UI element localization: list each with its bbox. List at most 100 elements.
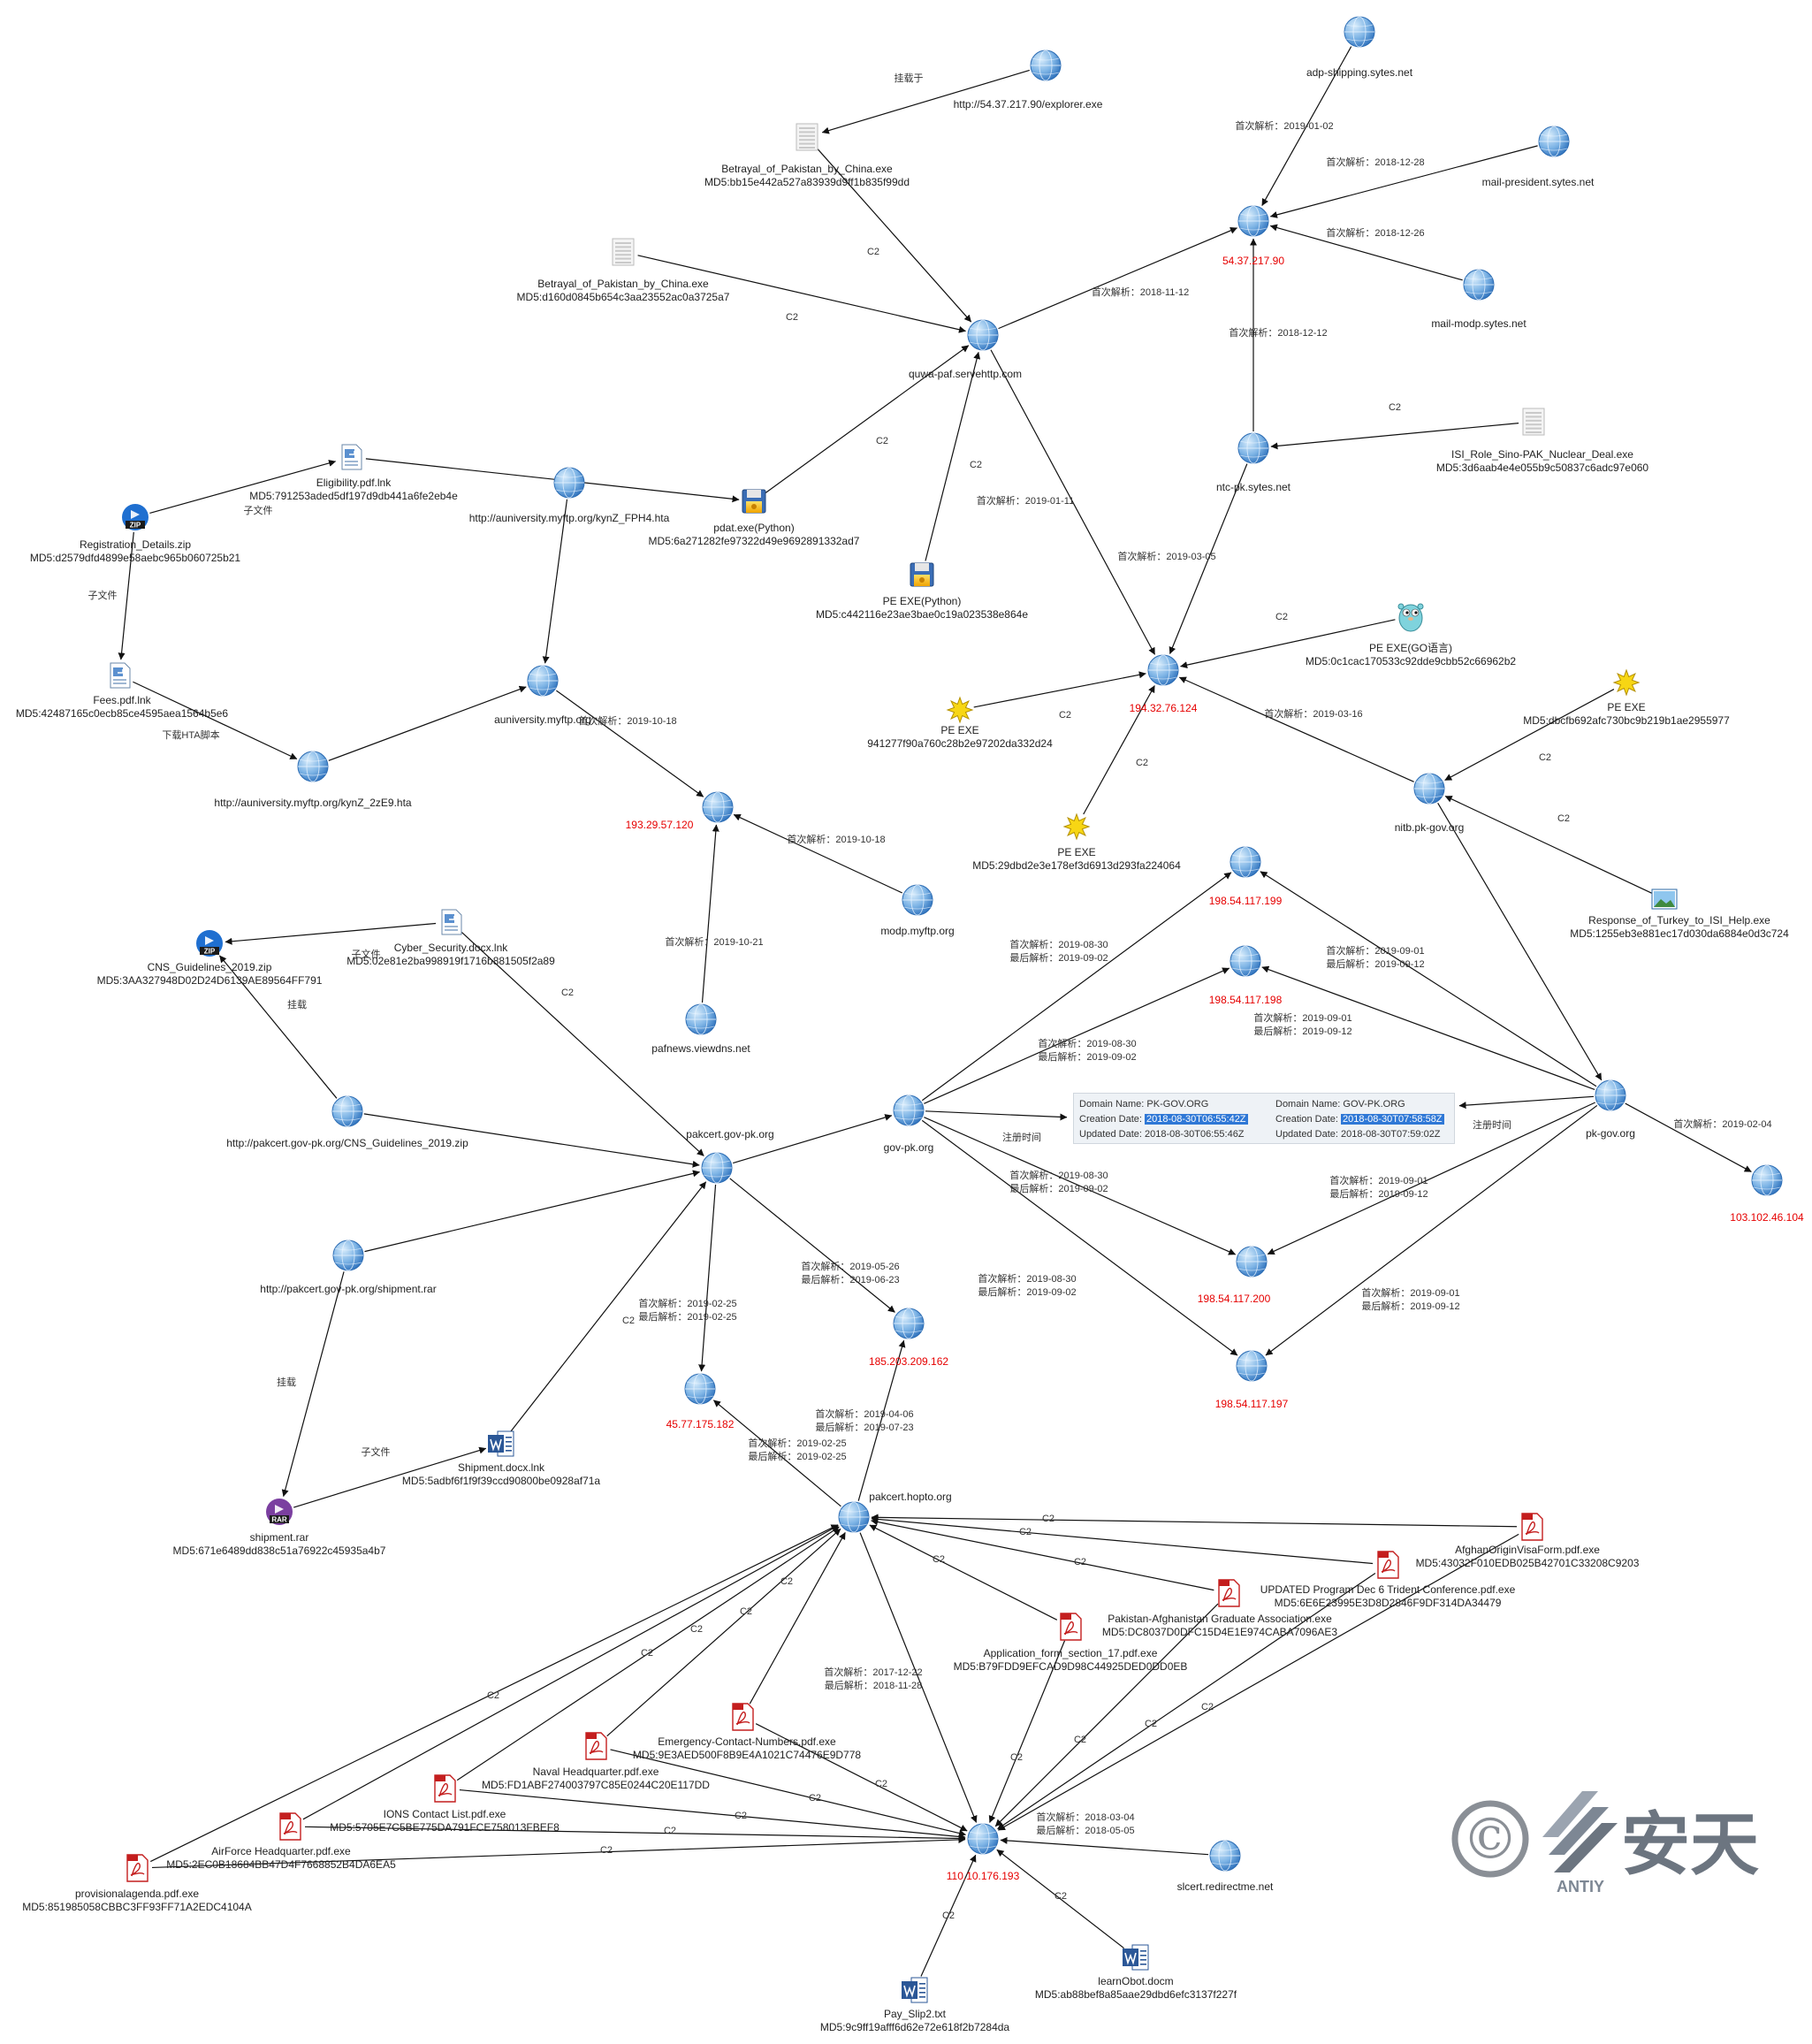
node-19854-200[interactable]: 198.54.117.200 [1198,1246,1271,1305]
node-103[interactable]: 103.102.46.104 [1730,1164,1804,1224]
node-modp[interactable]: modp.myftp.org [880,884,955,937]
node-ntc[interactable]: ntc-pk.sytes.net [1216,432,1291,493]
doc-icon[interactable] [796,123,818,151]
node-110[interactable]: 110.10.176.193 [947,1823,1020,1882]
pdf-icon[interactable] [126,1854,148,1882]
zip-icon[interactable]: ZIP [196,930,223,957]
node-appform[interactable]: Application_form_section_17.pdf.exeMD5:B… [954,1613,1188,1673]
pdf-icon[interactable] [434,1774,456,1803]
node-shipdocx[interactable]: Shipment.docx.lnkMD5:5adbf6f1f9f39ccd908… [402,1430,601,1487]
node-quwa[interactable]: quwa-paf.servehttp.com [909,319,1022,380]
pdf-icon[interactable] [1218,1579,1240,1607]
globe-icon[interactable] [332,1239,364,1271]
node-auniv[interactable]: auniversity.myftp.org [494,665,591,726]
node-peexe2[interactable]: PE EXEMD5:29dbd2e3e178ef3d6913d293fa2240… [972,812,1181,872]
globe-icon[interactable] [1463,269,1495,301]
node-govpk[interactable]: gov-pk.org [884,1094,934,1154]
zip-icon[interactable]: ZIP [122,504,148,530]
globe-icon[interactable] [701,1152,733,1184]
pe-icon[interactable] [910,562,934,587]
globe-icon[interactable] [331,1095,363,1127]
node-fees[interactable]: Fees.pdf.lnkMD5:42487165c0ecb85ce4595aea… [16,662,229,720]
globe-icon[interactable] [685,1003,717,1035]
globe-icon[interactable] [1237,205,1269,237]
node-regzip[interactable]: ZIPRegistration_Details.zipMD5:d2579dfd4… [30,504,241,564]
globe-icon[interactable] [1595,1079,1626,1111]
node-shiprar[interactable]: RARshipment.rarMD5:671e6489dd838c51a7692… [173,1499,386,1557]
node-cyber[interactable]: Cyber_Security.docx.lnkMD5:02e81e2ba9989… [346,909,555,967]
gopher-icon[interactable] [1397,603,1424,632]
node-19854-199[interactable]: 198.54.117.199 [1209,846,1283,907]
node-kynz[interactable]: http://auniversity.myftp.org/kynZ_2zE9.h… [214,751,412,809]
node-19329[interactable]: 193.29.57.120 [626,791,734,831]
node-19854-198[interactable]: 198.54.117.198 [1209,945,1283,1006]
node-slcert[interactable]: slcert.redirectme.net [1177,1840,1274,1893]
node-isirole[interactable]: ISI_Role_Sino-PAK_Nuclear_Deal.exeMD5:3d… [1436,408,1649,474]
globe-icon[interactable] [902,884,933,916]
node-pafnews[interactable]: pafnews.viewdns.net [651,1003,750,1055]
pdf-icon[interactable] [1377,1551,1399,1579]
node-emergency[interactable]: Emergency-Contact-Numbers.pdf.exeMD5:9E3… [633,1703,862,1761]
globe-icon[interactable] [1209,1840,1241,1872]
node-19854-197[interactable]: 198.54.117.197 [1215,1350,1289,1410]
globe-icon[interactable] [893,1308,925,1339]
node-betrayal2[interactable]: Betrayal_of_Pakistan_by_China.exeMD5:d16… [517,238,730,303]
node-gopher[interactable]: PE EXE(GO语言)MD5:0c1cac170533c92dde9cbb52… [1306,603,1517,667]
node-pakcert[interactable]: pakcert.gov-pk.org [686,1128,774,1184]
globe-icon[interactable] [1751,1164,1783,1196]
node-fph4[interactable]: http://auniversity.myftp.org/kynZ_FPH4.h… [469,467,670,524]
node-5437[interactable]: 54.37.217.90 [1222,205,1284,267]
globe-icon[interactable] [967,319,999,351]
globe-icon[interactable] [1230,945,1261,977]
node-provisional[interactable]: provisionalagenda.pdf.exeMD5:851985058CB… [22,1854,252,1913]
globe-icon[interactable] [1147,654,1179,686]
node-adp[interactable]: adp-shipping.sytes.net [1306,16,1413,79]
globe-icon[interactable] [702,791,734,823]
word-icon[interactable] [488,1430,514,1457]
globe-icon[interactable] [297,751,329,782]
node-response[interactable]: Response_of_Turkey_to_ISI_Help.exeMD5:12… [1570,889,1789,940]
doc-icon[interactable] [1522,408,1545,436]
node-payslip[interactable]: Pay_Slip2.txtMD5:9c9ff19afff6d62e72e618f… [820,1977,1010,2033]
word-icon[interactable] [1123,1944,1149,1971]
globe-icon[interactable] [1236,1350,1268,1382]
globe-icon[interactable] [1538,126,1570,157]
node-peexepy[interactable]: PE EXE(Python)MD5:c442116e23ae3bae0c19a0… [816,562,1028,621]
globe-icon[interactable] [1236,1246,1268,1278]
globe-icon[interactable] [1344,16,1375,48]
node-peexe-r[interactable]: PE EXEMD5:dbcfb692afc730bc9b219b1ae29559… [1523,668,1730,727]
node-mailmodp[interactable]: mail-modp.sytes.net [1431,269,1526,330]
lnk-icon[interactable] [341,444,362,470]
node-cnszip[interactable]: ZIPCNS_Guidelines_2019.zipMD5:3AA327948D… [97,930,323,987]
globe-icon[interactable] [838,1501,870,1533]
globe-icon[interactable] [527,665,559,697]
pdf-icon[interactable] [1060,1613,1082,1641]
node-afghan[interactable]: AfghanOriginVisaForm.pdf.exeMD5:43032F01… [1416,1513,1640,1569]
globe-icon[interactable] [1237,432,1269,464]
node-betrayal1[interactable]: Betrayal_of_Pakistan_by_China.exeMD5:bb1… [704,123,910,188]
pdf-icon[interactable] [1521,1513,1543,1541]
globe-icon[interactable] [1230,846,1261,878]
pdf-icon[interactable] [585,1732,607,1760]
node-learnobot[interactable]: learnObot.docmMD5:ab88bef8a85aae29dbd6ef… [1035,1944,1237,2001]
node-nitb[interactable]: nitb.pk-gov.org [1395,773,1465,834]
star-icon[interactable] [1612,668,1641,697]
node-explorer[interactable]: http://54.37.217.90/explorer.exe [954,50,1103,111]
node-pakafg[interactable]: Pakistan-Afghanistan Graduate Associatio… [1102,1579,1337,1638]
node-pdat[interactable]: pdat.exe(Python)MD5:6a271282fe97322d49e9… [649,489,860,547]
globe-icon[interactable] [967,1823,999,1855]
doc-icon[interactable] [612,238,635,266]
globe-icon[interactable] [893,1094,925,1126]
star-icon[interactable] [946,696,974,724]
node-pakhopto[interactable]: pakcert.hopto.org [838,1491,952,1533]
pdf-icon[interactable] [279,1812,301,1841]
pe-icon[interactable] [742,489,766,514]
node-shipurl[interactable]: http://pakcert.gov-pk.org/shipment.rar [260,1239,437,1295]
node-updated[interactable]: UPDATED Program Dec 6 Trident Conference… [1260,1551,1516,1609]
word-icon[interactable] [902,1977,928,2003]
lnk-icon[interactable] [441,909,462,935]
node-cnsurl[interactable]: http://pakcert.gov-pk.org/CNS_Guidelines… [226,1095,468,1149]
node-19432[interactable]: 194.32.76.124 [1130,654,1198,714]
node-airforce[interactable]: AirForce Headquarter.pdf.exeMD5:2EC0B186… [166,1812,396,1871]
